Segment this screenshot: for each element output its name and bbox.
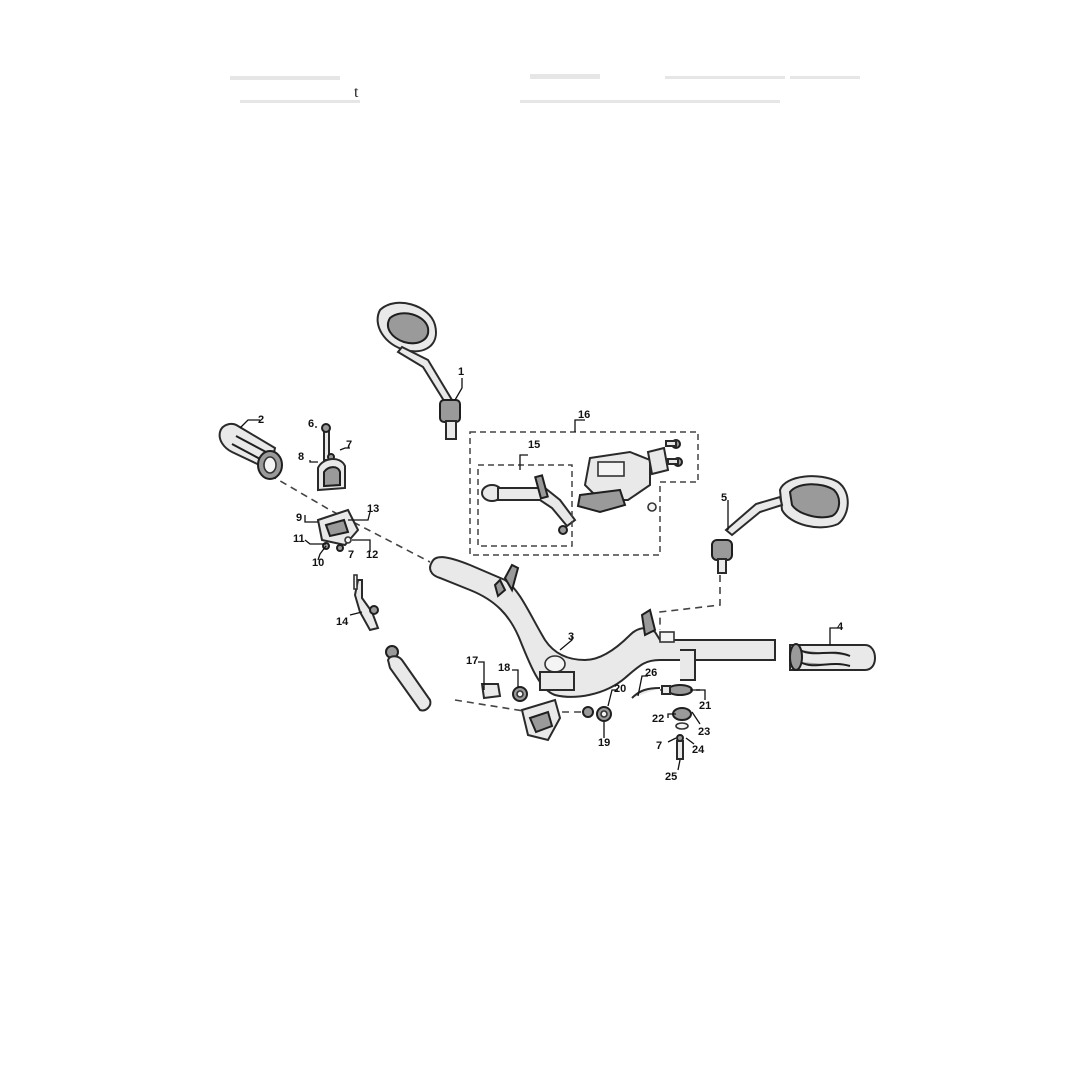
callout-8: 8 xyxy=(298,451,304,463)
callout-19: 19 xyxy=(598,737,610,749)
callout-22: 22 xyxy=(652,713,664,725)
assembly-group-boxes xyxy=(469,431,699,556)
master-cylinder xyxy=(576,439,683,514)
cable-bracket xyxy=(353,574,380,632)
callout-2: 2 xyxy=(258,414,264,426)
callout-26: 26 xyxy=(645,667,657,679)
header-fragment: t xyxy=(354,84,359,101)
callout-leaders xyxy=(239,378,842,771)
lever-bracket-assembly xyxy=(316,508,360,552)
callout-labels: 1 2 3 4 5 6 7 7 7 8 9 10 11 12 13 14 15 … xyxy=(258,366,844,783)
callout-7-lower: 7 xyxy=(656,740,662,752)
callout-7-bracket: 7 xyxy=(348,549,354,561)
callout-17: 17 xyxy=(466,655,478,667)
left-mirror xyxy=(376,301,461,440)
callout-9: 9 xyxy=(296,512,302,524)
callout-5: 5 xyxy=(721,492,727,504)
callout-23: 23 xyxy=(698,726,710,738)
callout-11: 11 xyxy=(293,533,305,545)
callout-4: 4 xyxy=(837,621,844,633)
callout-16: 16 xyxy=(578,409,590,421)
callout-25: 25 xyxy=(665,771,677,783)
right-mirror xyxy=(711,475,849,574)
callout-21: 21 xyxy=(699,700,711,712)
callout-24: 24 xyxy=(692,744,705,756)
small-hardware xyxy=(480,683,693,760)
right-grip xyxy=(789,643,877,671)
callout-10: 10 xyxy=(312,557,324,569)
callout-15: 15 xyxy=(528,439,540,451)
left-grip xyxy=(218,423,283,480)
callout-12: 12 xyxy=(366,549,378,561)
lever-bracket-clamp xyxy=(317,423,346,492)
callout-1: 1 xyxy=(458,366,464,378)
handlebar xyxy=(429,556,776,742)
callout-14: 14 xyxy=(336,616,349,628)
callout-7-top: 7 xyxy=(346,439,352,451)
callout-18: 18 xyxy=(498,662,510,674)
callout-13: 13 xyxy=(367,503,379,515)
brake-lever xyxy=(481,474,577,535)
callout-20: 20 xyxy=(614,683,626,695)
throttle-tube xyxy=(385,645,432,712)
header-remnants: t xyxy=(230,74,860,103)
callout-6: 6 xyxy=(308,418,314,430)
callout-3: 3 xyxy=(568,631,574,643)
